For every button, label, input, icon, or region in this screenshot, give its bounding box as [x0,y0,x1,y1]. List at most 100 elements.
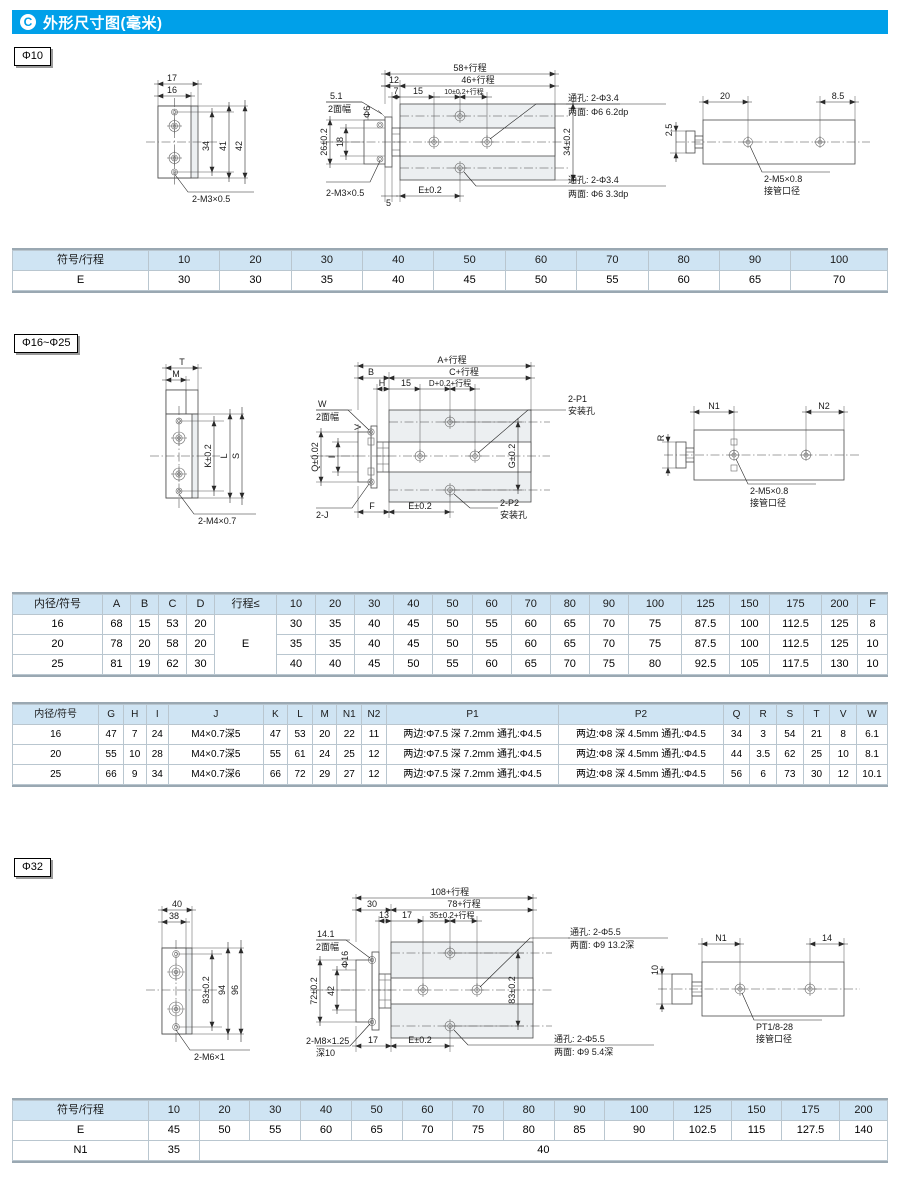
th-a-13: 80 [549,594,590,615]
th-b-0: 内径/符号 [11,704,100,725]
dim-10-stroke: 10±0.2+行程 [444,87,483,96]
dim-W: W [318,399,327,409]
td-a-1-1: 78 [102,634,131,655]
section-label-phi32: Φ32 [14,858,52,877]
td-a-2-1: 81 [102,654,131,675]
dim-30: 30 [367,899,377,909]
callout-pt18-28: PT1/8-28 [756,1022,793,1032]
td-c-0-11: 102.5 [673,1120,732,1141]
dim-S: S [231,453,241,459]
td-c-0-10: 90 [604,1120,674,1141]
th-c-4: 40 [300,1100,352,1121]
section-label-phi10: Φ10 [14,47,52,66]
td-b-0-2: 7 [122,724,147,745]
table-row: 25 66 9 34 M4×0.7深6 66 72 29 27 12 两边:Φ7… [11,764,888,785]
dim-17: 17 [402,910,412,920]
dim-phi16: Φ16 [340,951,350,968]
td-a-0-2: 15 [130,614,159,635]
th-b-6: L [287,704,313,725]
dim-10-left: 10 [650,965,660,975]
th-b-12: Q [722,704,751,725]
td-a-1-9: 50 [432,634,473,655]
td-b-0-8: 22 [336,724,363,745]
td-c-0-9: 85 [553,1120,606,1141]
dim-8-5: 8.5 [832,91,845,101]
dim-13: 13 [379,910,389,920]
th-b-7: M [311,704,338,725]
td-a-2-10: 60 [471,654,512,675]
drawing-phi16-25: T M K±0.2 L S 2-M4×0.7 [120,354,890,538]
td-b-1-4: M4×0.7深5 [168,744,264,765]
dim-A-stroke: A+行程 [437,354,466,365]
td-10: 70 [790,270,888,291]
td-b-0-10: 两边:Φ7.5 深 7.2mm 通孔:Φ4.5 [385,724,560,745]
td-b-0-1: 47 [98,724,124,745]
td-b-2-0: 25 [11,764,100,785]
td-a-2-2: 19 [130,654,159,675]
td-a-0-12: 65 [549,614,590,635]
td-a-1-18: 125 [821,634,858,655]
td-a-2-3: 62 [158,654,187,675]
phi32-left-view: 40 38 83±0.2 94 96 2-M6×1 [146,899,250,1062]
td-a-2-16: 105 [729,654,770,675]
td-a-1-15: 87.5 [681,634,730,655]
td-b-1-9: 12 [361,744,387,765]
callout-depth-10: 深10 [316,1048,335,1058]
td-c-0-14: 140 [839,1120,888,1141]
td-b-1-5: 55 [262,744,289,765]
td-a-0-10: 55 [471,614,512,635]
td-b-0-15: 21 [802,724,831,745]
td-1: 30 [147,270,221,291]
th-5: 50 [433,250,506,271]
dim-L: L [219,453,229,458]
td-a-2-9: 55 [432,654,473,675]
td-b-2-15: 30 [802,764,831,785]
td-a-2-12: 70 [549,654,590,675]
td-b-1-11: 两边:Φ8 深 4.5mm 通孔:Φ4.5 [558,744,724,765]
th-c-10: 100 [604,1100,674,1121]
td-b-2-16: 12 [829,764,858,785]
dim-F: F [369,501,375,511]
td-c-0-6: 70 [401,1120,454,1141]
table-phi16-25-a-grid: 内径/符号 A B C D 行程≤ 10 20 30 40 50 60 70 8… [12,594,888,675]
td-a-2-7: 45 [354,654,395,675]
dim-G: G±0.2 [507,444,517,468]
dim-K: K±0.2 [203,444,213,467]
td-b-0-17: 6.1 [856,724,888,745]
table-row: 16 47 7 24 M4×0.7深5 47 53 20 22 11 两边:Φ7… [11,724,888,745]
section-header-bar: C 外形尺寸图(毫米) [12,10,888,34]
th-c-9: 90 [553,1100,606,1121]
td-b-1-8: 25 [336,744,363,765]
drawing-phi32: 40 38 83±0.2 94 96 2-M6×1 [120,886,890,1075]
dim-T: T [179,357,185,367]
th-c-13: 175 [781,1100,840,1121]
table-row: E 30 30 35 40 45 50 55 60 65 70 [12,270,888,291]
dim-17: 17 [167,73,177,83]
td-b-2-7: 29 [311,764,338,785]
phi16-front-view: A+行程 C+行程 B H 15 D+0.2+行程 W 2面幅 V Q±0.02… [310,354,595,520]
td-c-0-5: 65 [350,1120,403,1141]
callout-2-J: 2-J [316,510,329,520]
dim-phi6: Φ6 [362,106,372,118]
td-b-2-10: 两边:Φ7.5 深 7.2mm 通孔:Φ4.5 [385,764,560,785]
dim-26: 26±0.2 [319,128,329,155]
callout-through-hole-bottom-c: 通孔: 2-Φ5.5 [554,1034,605,1044]
td-b-1-13: 3.5 [749,744,777,765]
table-row: 20 78 20 58 20 35 35 40 45 50 55 60 65 7… [12,634,888,655]
td-a-0-15: 87.5 [681,614,730,635]
th-c-2: 20 [198,1100,251,1121]
th-b-9: N2 [361,704,387,725]
td-b-2-6: 72 [287,764,313,785]
callout-through-hole-top: 通孔: 2-Φ3.4 [568,93,619,103]
dim-35-stroke: 35±0.2+行程 [429,910,474,920]
th-a-8: 30 [354,594,395,615]
dim-20: 20 [720,91,730,101]
td-b-0-16: 8 [829,724,858,745]
callout-through-hole-top-c: 通孔: 2-Φ5.5 [570,927,621,937]
phi10-front-view: 58+行程 46+行程 12 7 15 10±0.2+行程 5.1 2面幅 Φ6… [319,62,666,208]
dim-46-stroke: 46+行程 [461,74,494,85]
th-b-8: N1 [336,704,363,725]
td-a-1-12: 65 [549,634,590,655]
th-a-5: 行程≤ [214,594,277,615]
th-a-10: 50 [432,594,473,615]
